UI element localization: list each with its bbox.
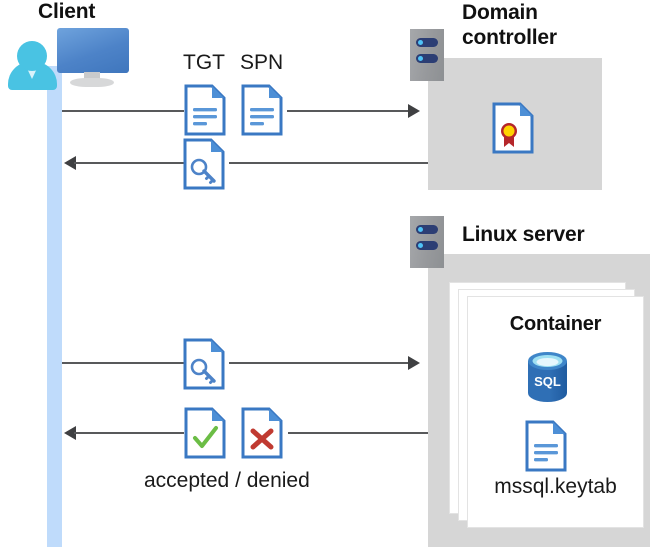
msg-ticket-presented-arrowhead [408, 356, 420, 370]
domain-controller-rack [410, 29, 444, 81]
msg-tgt-spn-line-right [287, 110, 408, 112]
keytab-document-icon [525, 420, 567, 472]
msg-tgt-spn-line-left [62, 110, 184, 112]
rack-led-icon [416, 38, 438, 47]
container-card-front[interactable] [468, 297, 643, 527]
msg-auth-result-arrowhead [64, 426, 76, 440]
monitor-screen-icon [57, 28, 129, 73]
tgt-label: TGT [183, 51, 225, 74]
monitor-base-icon [70, 78, 114, 87]
linux-server-rack [410, 216, 444, 268]
accepted-denied-caption: accepted / denied [144, 469, 310, 492]
client-label: Client [38, 0, 96, 23]
msg-service-ticket-line-left [74, 162, 184, 164]
msg-auth-result-line-right [288, 432, 428, 434]
msg-tgt-spn-arrowhead [408, 104, 420, 118]
linux-server-label: Linux server [462, 223, 585, 246]
monitor-neck-icon [84, 72, 100, 82]
domain-controller-label: Domain controller [462, 0, 557, 50]
keytab-label: mssql.keytab [494, 475, 617, 498]
client-lifeline [47, 66, 62, 547]
rack-led-icon [416, 54, 438, 63]
certificate-document-icon [492, 102, 534, 154]
rack-led-icon [416, 225, 438, 234]
msg-ticket-presented-line-right [229, 362, 408, 364]
msg-auth-result-line-left [74, 432, 184, 434]
spn-document-icon [241, 84, 283, 136]
msg-service-ticket-line-right [229, 162, 428, 164]
rack-led-icon [416, 241, 438, 250]
sql-database-icon: SQL [525, 351, 570, 403]
msg-service-ticket-arrowhead [64, 156, 76, 170]
denied-document-icon [241, 407, 283, 459]
msg-ticket-presented-line-left [62, 362, 184, 364]
tgt-document-icon [184, 84, 226, 136]
spn-label: SPN [240, 51, 284, 74]
key-document-icon [183, 338, 225, 390]
client-actor: Client [0, 0, 140, 95]
key-document-icon [183, 138, 225, 190]
container-label: Container [509, 313, 602, 335]
accepted-document-icon [184, 407, 226, 459]
svg-text:SQL: SQL [534, 374, 561, 389]
domain-controller-label-line1: Domain [462, 1, 538, 24]
person-head-icon [17, 41, 47, 71]
domain-controller-label-line2: controller [462, 26, 557, 49]
